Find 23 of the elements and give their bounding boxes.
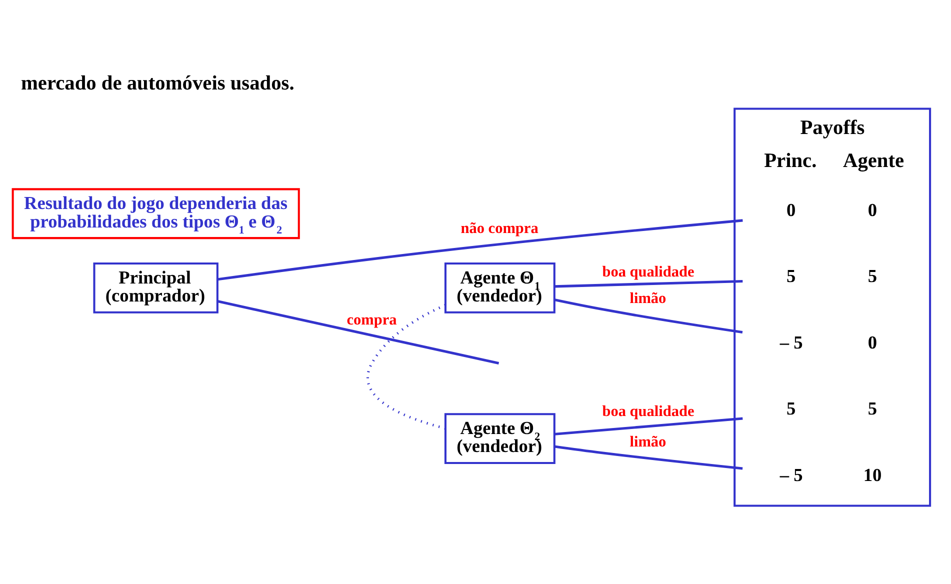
- edge-label: compra: [346, 312, 397, 329]
- node-text: 0 0: [786, 200, 878, 220]
- edge-label: boa qualidade: [602, 403, 694, 420]
- connector: [366, 304, 446, 430]
- connector: [554, 298, 743, 334]
- connector: [554, 280, 743, 288]
- edge-label: limão: [630, 434, 666, 451]
- connector: [217, 219, 743, 281]
- node-text: – 5 0: [780, 332, 878, 352]
- node-box: Principal (comprador): [93, 262, 218, 314]
- node-text: 5 5: [786, 266, 878, 286]
- connector: [554, 445, 743, 470]
- node-box: Agente Θ$_{1}$ (vendedor): [444, 262, 556, 314]
- edge-label: boa qualidade: [602, 264, 694, 281]
- node-box: Resultado do jogo dependeria das probabilidades dos tipos Θ$_{1}$ e Θ$_{2}$: [12, 188, 300, 240]
- diagram-title: mercado de automóveis usados.: [20, 72, 294, 94]
- node-text: 5 5: [786, 398, 878, 419]
- connector: [554, 417, 743, 436]
- connector: [217, 300, 500, 364]
- edge-label: não compra: [460, 220, 538, 237]
- edge-label: limão: [630, 290, 666, 308]
- node-box: Agente Θ$_{2}$ (vendedor): [444, 413, 556, 464]
- node-text: – 5 10: [780, 464, 882, 485]
